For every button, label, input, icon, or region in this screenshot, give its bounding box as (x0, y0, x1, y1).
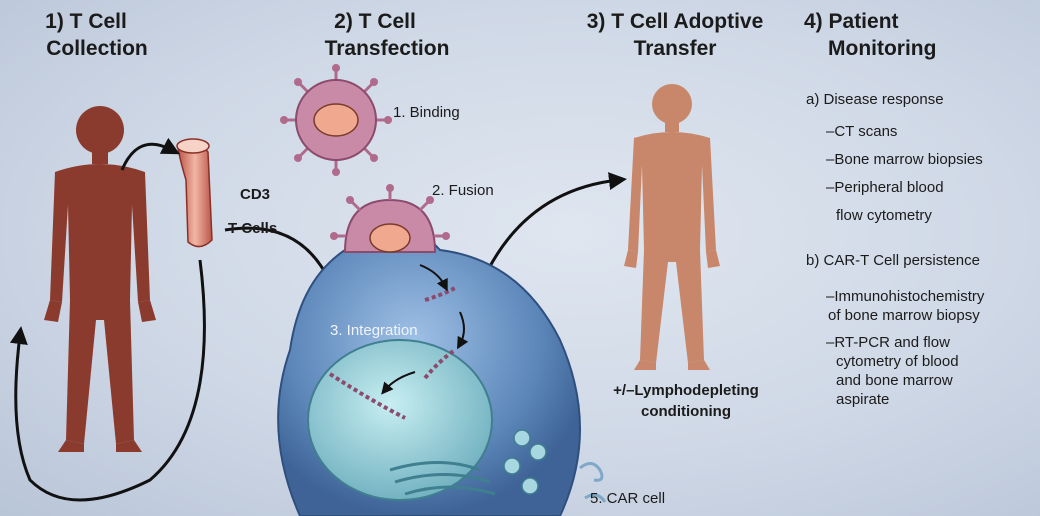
label-t-cells: T Cells (228, 220, 278, 237)
t-cell (277, 221, 581, 516)
label-conditioning-line2: conditioning (641, 403, 731, 420)
label-conditioning-line1: +/–Lymphodepleting (613, 382, 759, 399)
label-cd3: CD3 (240, 186, 271, 203)
step-2-title: 2) T Cell Transfection (286, 8, 464, 62)
step-3-title: 3) T Cell Adoptive Transfer (570, 8, 780, 62)
blood-vessel (176, 138, 213, 248)
arrow-donor-to-vessel (120, 137, 180, 171)
step-3-title-line2: Transfer (633, 37, 717, 60)
step-4-title-line1: 4) Patient (804, 10, 899, 33)
label-fusion: 2. Fusion (432, 182, 494, 199)
label-car-cell: 5. CAR cell (590, 490, 666, 507)
disease-response-heading: a) Disease response (806, 91, 944, 108)
disease-item: –CT scans (826, 123, 898, 140)
car-protein (579, 462, 607, 503)
persistence-heading: b) CAR-T Cell persistence (806, 252, 980, 269)
virus-fusion (330, 184, 450, 253)
disease-item: –Peripheral blood (826, 179, 944, 196)
monitoring-panel: a) Disease response –CT scans –Bone marr… (806, 86, 984, 409)
persistence-item: –RT-PCR and flow (826, 334, 950, 351)
step-1-title-line1: 1) T Cell (45, 10, 127, 33)
label-integration: 3. Integration (330, 322, 418, 339)
persistence-item: –Immunohistochemistry (826, 288, 985, 305)
disease-item: –Bone marrow biopsies (826, 151, 983, 168)
label-conditioning: +/–Lymphodepleting conditioning (596, 380, 776, 422)
arrow-to-transfer (486, 172, 627, 271)
arrow-return-loop (9, 259, 206, 502)
step-1-title: 1) T Cell Collection (12, 8, 160, 62)
donor-figure (44, 106, 156, 452)
persistence-item: and bone marrow (836, 372, 953, 389)
label-binding: 1. Binding (393, 104, 460, 121)
persistence-item: cytometry of blood (836, 353, 959, 370)
step-4-title: 4) Patient Monitoring (804, 8, 954, 62)
disease-item: flow cytometry (836, 207, 932, 224)
virus-binding (280, 64, 392, 176)
step-2-title-line1: 2) T Cell (334, 10, 416, 33)
step-3-title-line1: 3) T Cell Adoptive (586, 10, 764, 33)
step-2-title-line2: Transfection (324, 37, 450, 60)
persistence-item: aspirate (836, 391, 890, 408)
recipient-figure (624, 84, 720, 370)
persistence-item: of bone marrow biopsy (828, 307, 980, 324)
step-4-title-line2: Monitoring (828, 37, 937, 60)
step-1-title-line2: Collection (46, 37, 148, 60)
